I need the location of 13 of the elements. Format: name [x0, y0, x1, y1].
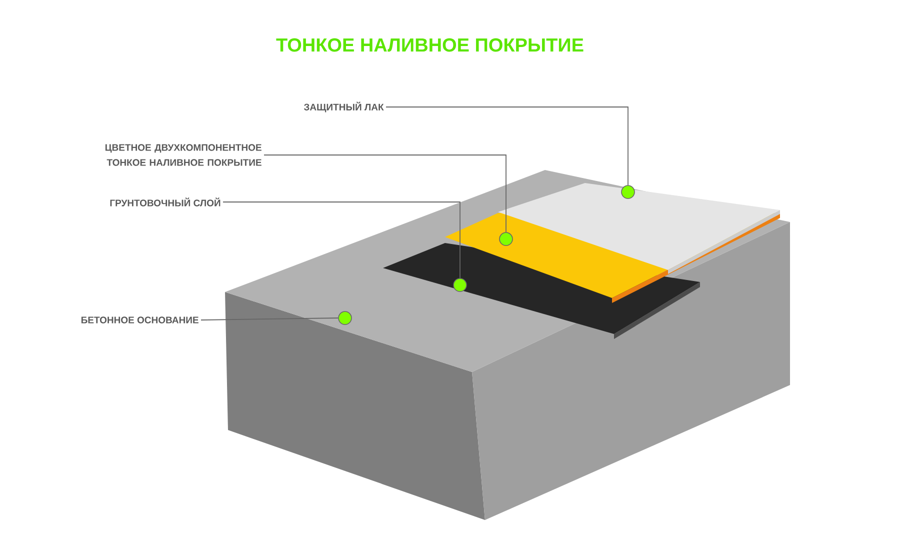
leader-line — [200, 318, 339, 320]
layer-label: ГРУНТОВОЧНЫЙ СЛОЙ — [110, 198, 220, 206]
layer-label: БЕТОННОЕ ОСНОВАНИЕ — [81, 316, 198, 324]
marker-dot — [453, 278, 467, 292]
leader-line — [386, 106, 628, 186]
layer-label: ЦВЕТНОЕ ДВУХКОМПОНЕНТНОЕ ТОНКОЕ НАЛИВНОЕ ПОКРЫТИЕ — [105, 144, 262, 166]
marker-dot — [621, 185, 635, 199]
leader-line — [222, 202, 460, 279]
marker-dot — [499, 232, 513, 246]
leader-line — [264, 154, 506, 233]
layer-label: ЗАЩИТНЫЙ ЛАК — [304, 102, 384, 112]
title: ТОНКОЕ НАЛИВНОЕ ПОКРЫТИЕ — [276, 38, 584, 52]
marker-dot — [338, 311, 352, 325]
